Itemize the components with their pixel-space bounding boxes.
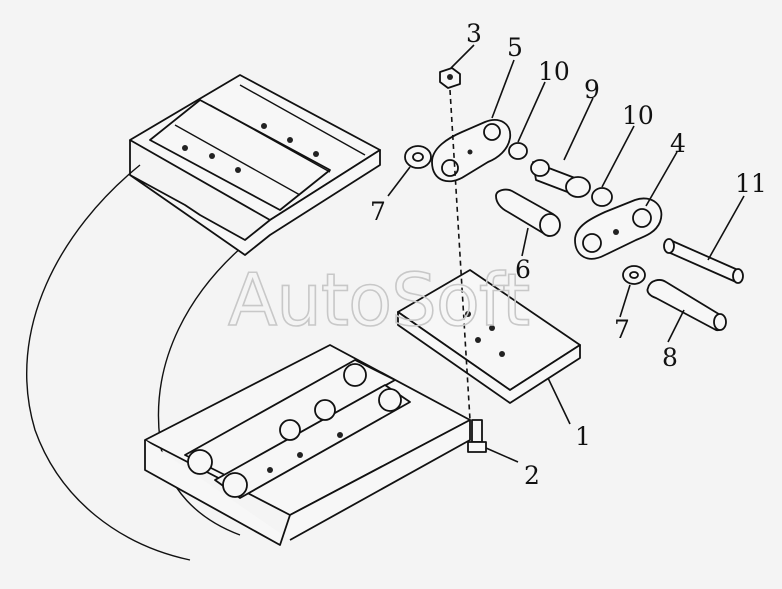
link-part-4 (574, 197, 663, 260)
callout-5: 5 (507, 33, 523, 62)
watermark-text: AutoSoft (228, 258, 529, 342)
leader-lines (387, 44, 745, 463)
washer-part-7-upper (404, 145, 432, 169)
nut-part-3 (439, 67, 461, 89)
bolt-part-2 (467, 419, 487, 453)
callout-3: 3 (466, 19, 482, 48)
upper-track-shoe (129, 74, 381, 256)
bushing-part-6 (495, 188, 561, 237)
callout-10-left: 10 (538, 57, 570, 86)
washer-part-7-lower (622, 265, 646, 285)
callout-1: 1 (575, 422, 591, 451)
callout-8: 8 (662, 343, 678, 372)
callout-6: 6 (515, 255, 531, 284)
lower-track-chain (144, 344, 471, 546)
callout-11: 11 (735, 169, 767, 198)
spacer-part-10-right (591, 187, 613, 207)
pin-part-8 (646, 279, 727, 332)
callout-4: 4 (670, 129, 686, 158)
track-loop (26, 164, 251, 561)
link-part-5 (431, 119, 512, 183)
bushing-part-9 (530, 159, 591, 198)
pin-part-11 (663, 238, 744, 284)
callout-2: 2 (524, 461, 540, 490)
callout-7-lower: 7 (614, 315, 630, 344)
callout-9: 9 (584, 75, 600, 104)
callout-7-upper: 7 (370, 197, 386, 226)
track-shoe-part-1 (397, 269, 581, 404)
spacer-part-10-left (508, 142, 528, 160)
callout-10-right: 10 (622, 101, 654, 130)
